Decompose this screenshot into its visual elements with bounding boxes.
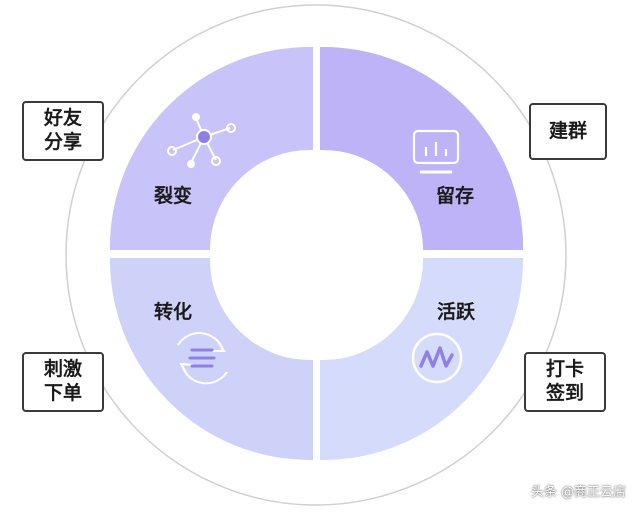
wave-icon (411, 332, 463, 384)
box-checkin-line2: 签到 (545, 382, 584, 404)
watermark: 头条 @商正云店 (530, 485, 626, 500)
quadrant-top-left (109, 46, 313, 250)
box-friend-share-line2: 分享 (43, 131, 82, 153)
box-friend-share: 好友 分享 (22, 101, 104, 161)
outer-ring (65, 4, 567, 506)
box-stimulate-order-line1: 刺激 (43, 358, 82, 381)
box-stimulate-order: 刺激 下单 (22, 352, 104, 412)
monitor-chart-icon (412, 129, 460, 174)
box-stimulate-order-line2: 下单 (43, 382, 82, 404)
label-conversion: 转化 (154, 300, 192, 323)
box-checkin: 打卡 签到 (524, 352, 606, 412)
box-build-group: 建群 (529, 103, 607, 160)
box-friend-share-line1: 好友 (43, 107, 82, 130)
network-icon (167, 113, 236, 168)
label-retention: 留存 (436, 184, 474, 207)
cycle-icon (177, 332, 228, 385)
label-activity: 活跃 (437, 300, 476, 323)
label-fission: 裂变 (154, 184, 192, 207)
quadrant-top-right (320, 46, 524, 251)
box-build-group-line1: 建群 (548, 119, 587, 142)
quadrant-bottom-right (320, 258, 524, 461)
box-checkin-line1: 打卡 (545, 358, 584, 381)
